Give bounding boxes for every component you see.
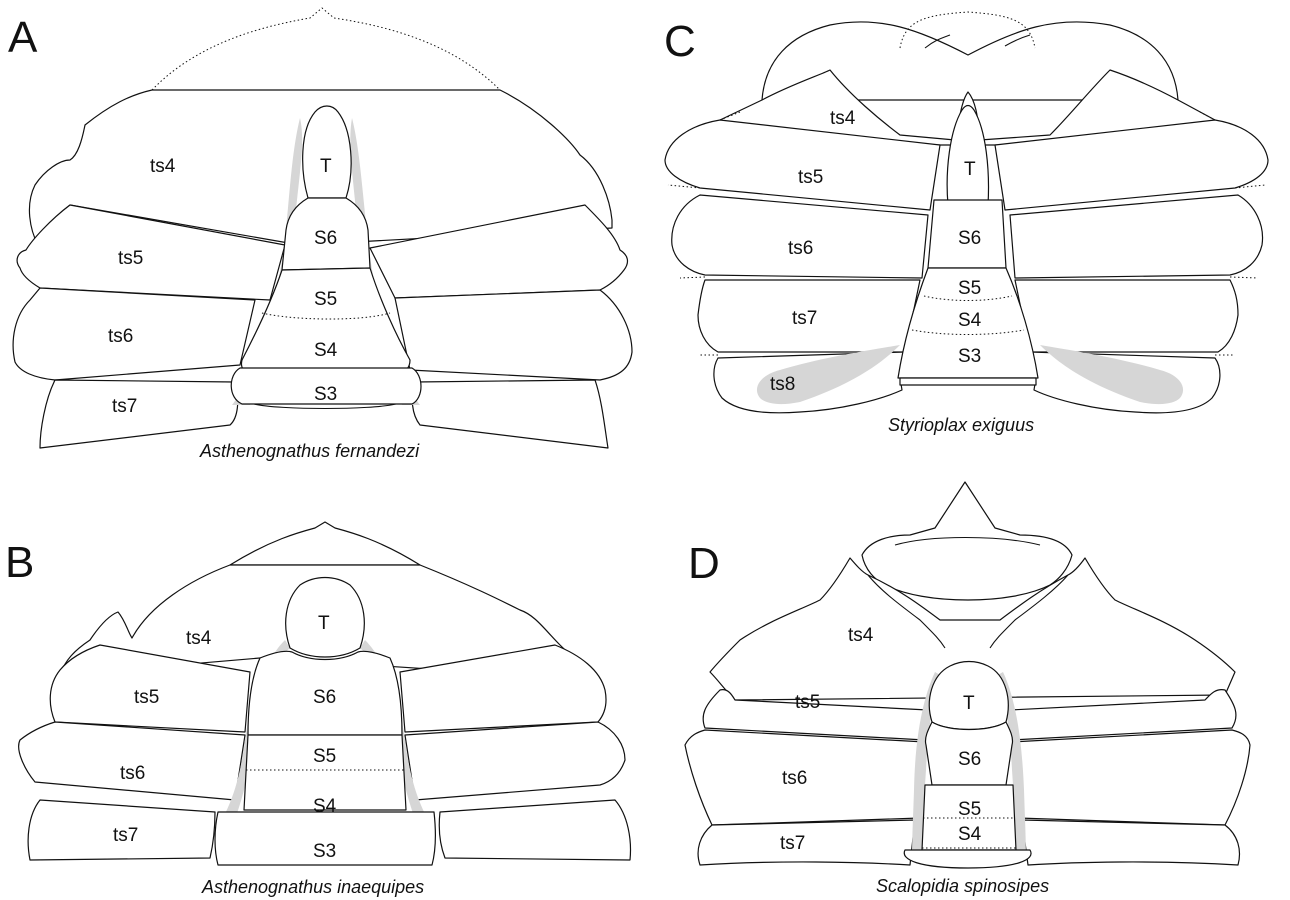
panel-a-caption: Asthenognathus fernandezi [199, 441, 420, 461]
panel-c-ts6 [672, 195, 928, 278]
panel-a-letter: A [8, 13, 38, 62]
panel-a: A ts4 ts5 ts6 ts7 T S6 S5 S4 S3 Asthenog… [8, 8, 632, 461]
panel-c-label-ts6: ts6 [788, 238, 813, 259]
panel-b-label-s3: S3 [313, 841, 336, 862]
panel-c-label-s5: S5 [958, 278, 981, 299]
panel-c-label-s3: S3 [958, 346, 981, 367]
panel-d-caption: Scalopidia spinosipes [876, 876, 1049, 896]
panel-c-ts7-right [1015, 280, 1238, 352]
panel-a-label-s3: S3 [314, 384, 337, 405]
panel-c-telson [947, 106, 988, 206]
panel-a-label-ts5: ts5 [118, 248, 143, 269]
panel-b-caption: Asthenognathus inaequipes [201, 877, 424, 897]
panel-c-letter: C [664, 17, 696, 66]
panel-c-label-s4: S4 [958, 310, 982, 331]
panel-d-label-s5: S5 [958, 799, 981, 820]
panel-b-label-s6: S6 [313, 687, 336, 708]
panel-b-label-ts6: ts6 [120, 763, 145, 784]
panel-d-label-ts5: ts5 [795, 692, 820, 713]
panel-a-label-s6: S6 [314, 228, 337, 249]
panel-a-ts7-right [412, 380, 608, 448]
panel-a-ts6 [13, 288, 255, 380]
panel-d-ts7-right [1022, 820, 1239, 865]
panel-a-label-ts7: ts7 [112, 396, 137, 417]
panel-d-label-t: T [963, 693, 975, 714]
panel-a-label-t: T [320, 156, 332, 177]
panel-c-caption: Styrioplax exiguus [888, 415, 1034, 435]
panel-d-ts7 [698, 820, 915, 865]
panel-d-label-ts6: ts6 [782, 768, 807, 789]
panel-b-ts6-right [405, 722, 625, 800]
panel-c-label-ts7: ts7 [792, 308, 817, 329]
panel-b-label-ts7: ts7 [113, 825, 138, 846]
panel-d-head [862, 482, 1072, 600]
panel-b-label-t: T [318, 613, 330, 634]
panel-c-label-t: T [964, 159, 976, 180]
panel-d-label-s4: S4 [958, 824, 982, 845]
panel-b-label-s5: S5 [313, 746, 336, 767]
panel-b-label-s4: S4 [313, 796, 337, 817]
panel-b-ts6 [19, 722, 245, 800]
panel-c-label-ts5: ts5 [798, 167, 823, 188]
panel-d-s3-lobe [904, 850, 1031, 868]
panel-b-head [230, 522, 420, 565]
panel-b-letter: B [5, 538, 34, 587]
panel-d: D ts4 ts5 ts6 ts7 T S6 S5 S4 Scalopidia … [685, 482, 1250, 896]
panel-a-head-outline [152, 8, 500, 90]
panel-c-ts6-right [1010, 195, 1263, 278]
panel-a-ts7 [40, 380, 238, 448]
panel-b-ts7-right [439, 800, 630, 860]
panel-b-label-ts5: ts5 [134, 687, 159, 708]
panel-d-ts6-right [1012, 730, 1250, 825]
panel-d-label-ts7: ts7 [780, 833, 805, 854]
panel-c-s3-base [900, 378, 1036, 385]
panel-a-label-s5: S5 [314, 289, 337, 310]
panel-b-label-ts4: ts4 [186, 628, 212, 649]
panel-d-label-ts4: ts4 [848, 625, 874, 646]
panel-c-label-ts8: ts8 [770, 374, 795, 395]
panel-a-label-ts6: ts6 [108, 326, 133, 347]
panel-a-label-ts4: ts4 [150, 156, 176, 177]
panel-c-label-s6: S6 [958, 228, 981, 249]
panel-c-label-ts4: ts4 [830, 108, 856, 129]
panel-b: B ts4 ts5 ts6 ts7 T S6 S5 S4 S3 Asthenog… [5, 522, 630, 897]
panel-d-label-s6: S6 [958, 749, 981, 770]
panel-a-label-s4: S4 [314, 340, 338, 361]
panel-c: C ts4 ts5 ts6 ts7 ts8 T S6 S5 S4 S3 Styr… [664, 12, 1268, 435]
panel-a-ts6-right [395, 290, 632, 380]
panel-d-letter: D [688, 539, 720, 588]
